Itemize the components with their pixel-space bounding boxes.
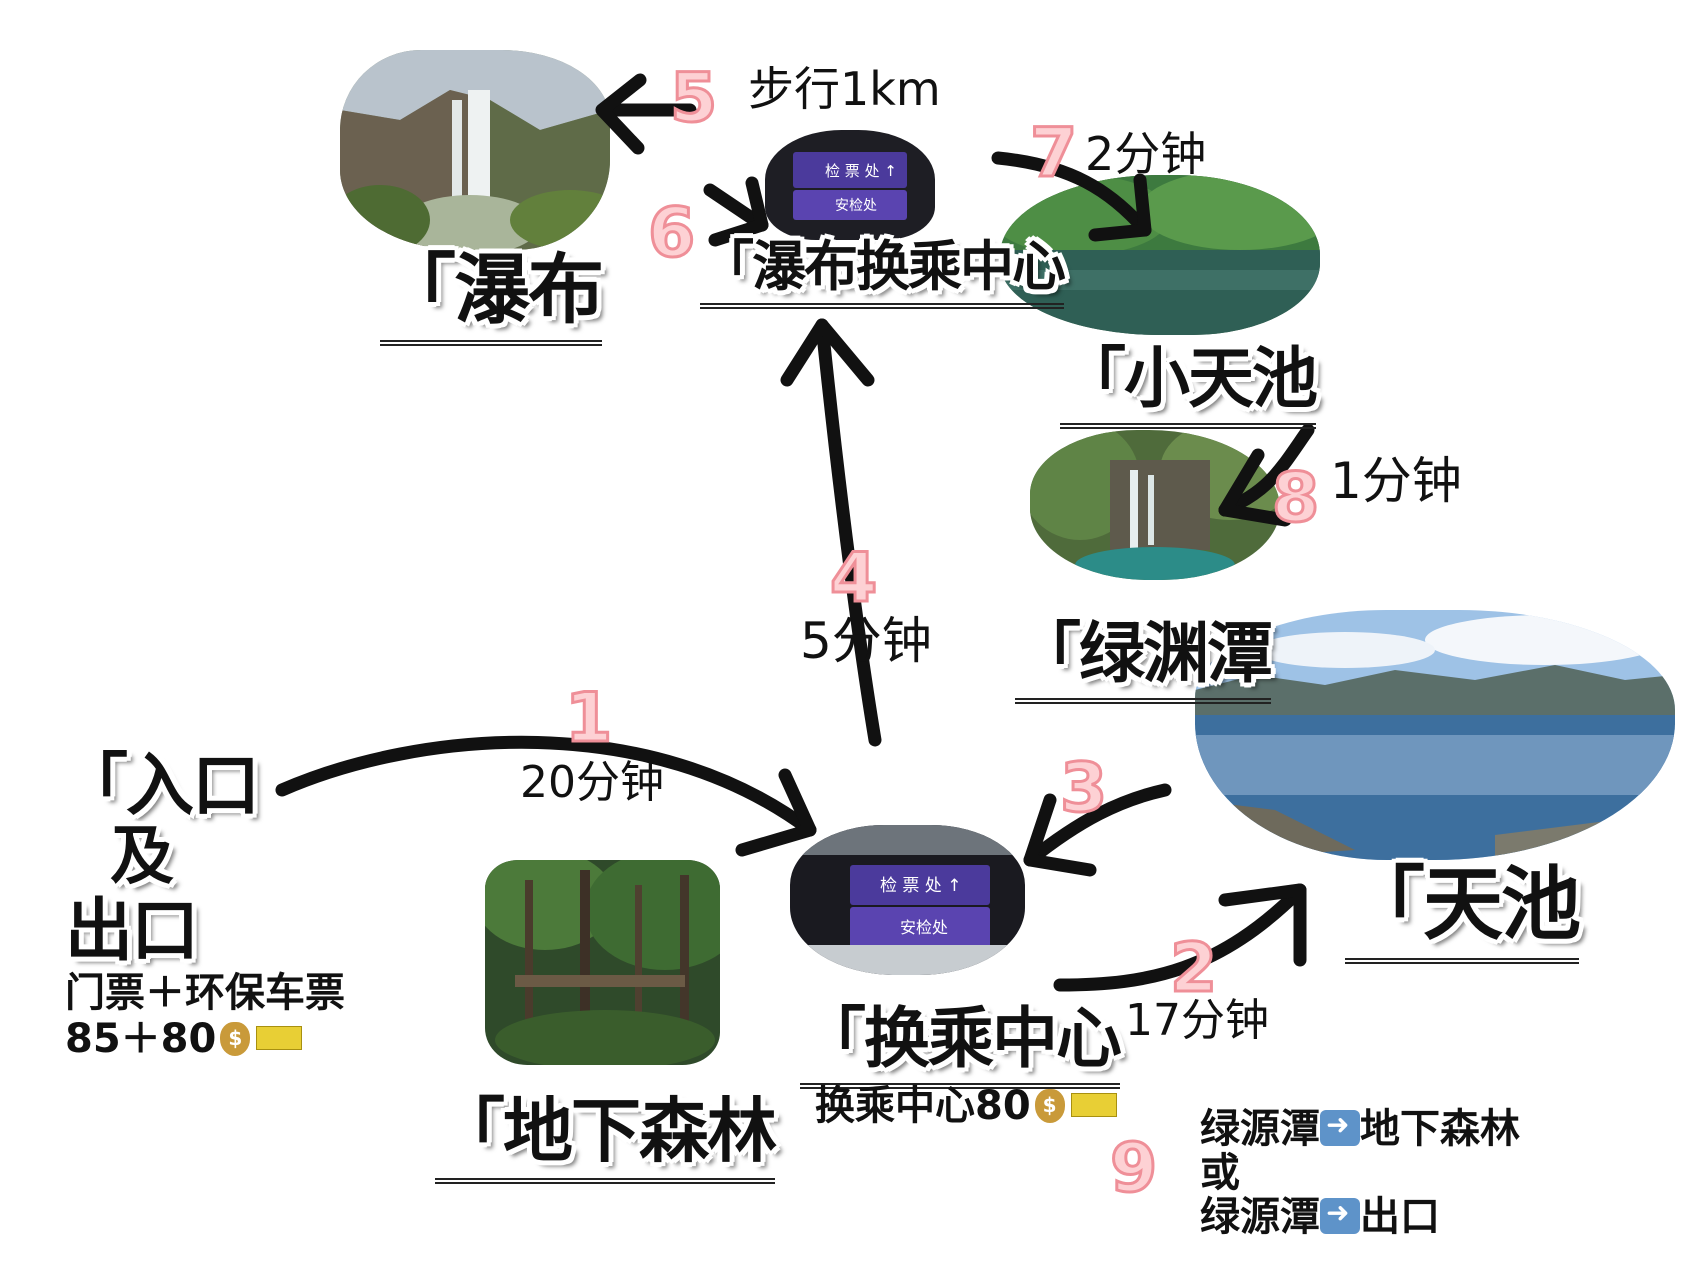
step-number-8: 8 (1270, 459, 1320, 538)
arrow-6-head (708, 176, 769, 247)
route-9-from-2: 绿源潭 (1200, 1194, 1320, 1240)
label-entrance-2: 及 (110, 820, 174, 894)
waterfall-photo (340, 50, 610, 250)
label-lvyuantan: 「绿渊潭 (1015, 600, 1273, 704)
ticket-price-value: 85＋80 (65, 1016, 303, 1062)
svg-text:检 票 处 ↑: 检 票 处 ↑ (880, 876, 961, 896)
underground-forest-photo (485, 860, 720, 1065)
arrow-8 (1218, 423, 1315, 517)
label-entrance-1: 「入口 (60, 747, 260, 826)
step-number-1: 1 (563, 679, 613, 758)
arrow-2-head (1218, 883, 1307, 967)
hub-fare-text: 换乘中心80 (815, 1083, 1031, 1129)
arrow-4-head (780, 318, 875, 387)
step-4-duration: 5分钟 (800, 612, 932, 670)
svg-text:安检处: 安检处 (835, 198, 877, 214)
arrow-3-head (1023, 793, 1097, 877)
small-tianchi-photo (1000, 175, 1320, 335)
route-9-line-1: 绿源潭地下森林 (1200, 1108, 1520, 1150)
step-7-duration: 2分钟 (1085, 127, 1207, 181)
label-tianchi: 「天池 (1345, 840, 1581, 964)
label-small-tianchi: 「小天池 (1060, 325, 1318, 429)
svg-text:安检处: 安检处 (900, 918, 948, 937)
arrow-1 (275, 735, 817, 837)
step-number-5: 5 (668, 59, 718, 138)
arrow-8-head (1218, 448, 1292, 527)
route-9-line-2: 或 (1200, 1150, 1240, 1196)
step-number-2: 2 (1168, 929, 1218, 1008)
label-waterfall-hub: 「瀑布换乘中心 (700, 222, 1066, 309)
arrow-7 (991, 151, 1152, 237)
right-arrow-icon (1320, 1198, 1360, 1234)
step-number-6: 6 (646, 194, 696, 273)
money-bag-icon (1034, 1089, 1065, 1123)
label-hub: 「换乘中心 (800, 985, 1122, 1089)
route-9-to-2: 出口 (1360, 1194, 1440, 1240)
arrow-7-head (1088, 173, 1152, 242)
ticket-price-label: 门票＋环保车票 (65, 970, 345, 1016)
right-arrow-icon (1320, 1110, 1360, 1146)
arrow-2 (1053, 883, 1307, 992)
arrow-4 (815, 318, 882, 747)
ticket-icon (1070, 1093, 1117, 1117)
step-2-duration: 17分钟 (1125, 995, 1269, 1046)
money-bag-icon (220, 1022, 251, 1056)
step-number-7: 7 (1028, 114, 1078, 193)
ticket-icon (256, 1026, 303, 1050)
arrow-1-head (735, 768, 817, 857)
step-number-3: 3 (1058, 749, 1108, 828)
svg-text:检 票 处 ↑: 检 票 处 ↑ (825, 162, 897, 180)
label-underground-forest: 「地下森林 (435, 1075, 777, 1184)
step-1-duration: 20分钟 (520, 757, 664, 808)
step-5-distance: 步行1km (748, 62, 941, 116)
route-9-to-1: 地下森林 (1360, 1106, 1520, 1152)
ticket-price-text: 85＋80 (65, 1016, 217, 1062)
route-9-from-1: 绿源潭 (1200, 1106, 1320, 1152)
tianchi-photo (1195, 610, 1675, 860)
arrow-3 (1023, 783, 1172, 867)
arrow-6 (703, 183, 769, 232)
step-number-4: 4 (828, 539, 878, 618)
step-8-duration: 1分钟 (1330, 452, 1462, 510)
hub-fare: 换乘中心80 (815, 1085, 1117, 1127)
label-entrance-3: 出口 (65, 892, 199, 971)
label-waterfall: 「瀑布 (380, 228, 604, 346)
arrow-5-head (595, 73, 647, 155)
route-9-line-3: 绿源潭出口 (1200, 1196, 1440, 1238)
waterfall-hub-sign-photo: 检 票 处 ↑ 安检处 (765, 130, 935, 240)
step-number-9: 9 (1108, 1129, 1158, 1208)
